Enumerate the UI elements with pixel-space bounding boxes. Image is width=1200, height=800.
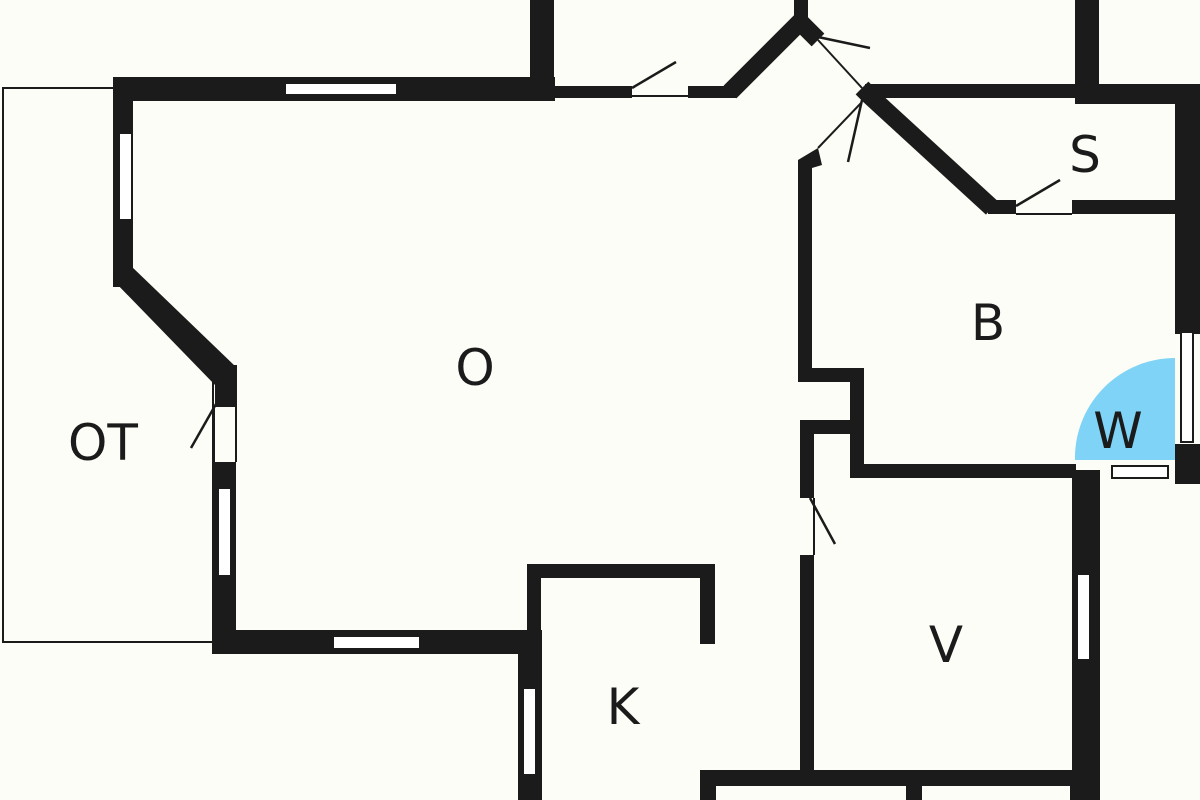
room-label-ot: OT (68, 414, 138, 472)
window-o-bottom (332, 635, 421, 650)
window-w-bottom (1111, 465, 1169, 479)
door-swing-s (1015, 178, 1061, 208)
door-swing-top (631, 60, 677, 90)
window-k-west (522, 687, 537, 776)
door-swing-entry-upper (817, 35, 871, 50)
door-swing-ot (189, 403, 218, 449)
w-room-highlight (1075, 357, 1175, 460)
room-label-o: O (455, 339, 494, 397)
window-v-east (1076, 573, 1091, 661)
doors (189, 35, 1072, 555)
bottom-wall-openings (716, 786, 1070, 800)
door-swing-entry-lower (846, 99, 864, 163)
room-label-k: K (607, 678, 641, 736)
room-label-s: S (1069, 126, 1101, 184)
window-o-top (284, 82, 398, 96)
window-o-west-upper (118, 132, 133, 221)
walls (113, 0, 1200, 800)
room-label-b: B (971, 294, 1005, 352)
room-label-w: W (1093, 402, 1142, 460)
window-b-east (1180, 331, 1194, 443)
room-label-v: V (929, 616, 963, 674)
room-labels: OT O S B W V K (68, 126, 1143, 736)
window-o-west-lower (217, 487, 232, 577)
windows (118, 82, 1194, 776)
